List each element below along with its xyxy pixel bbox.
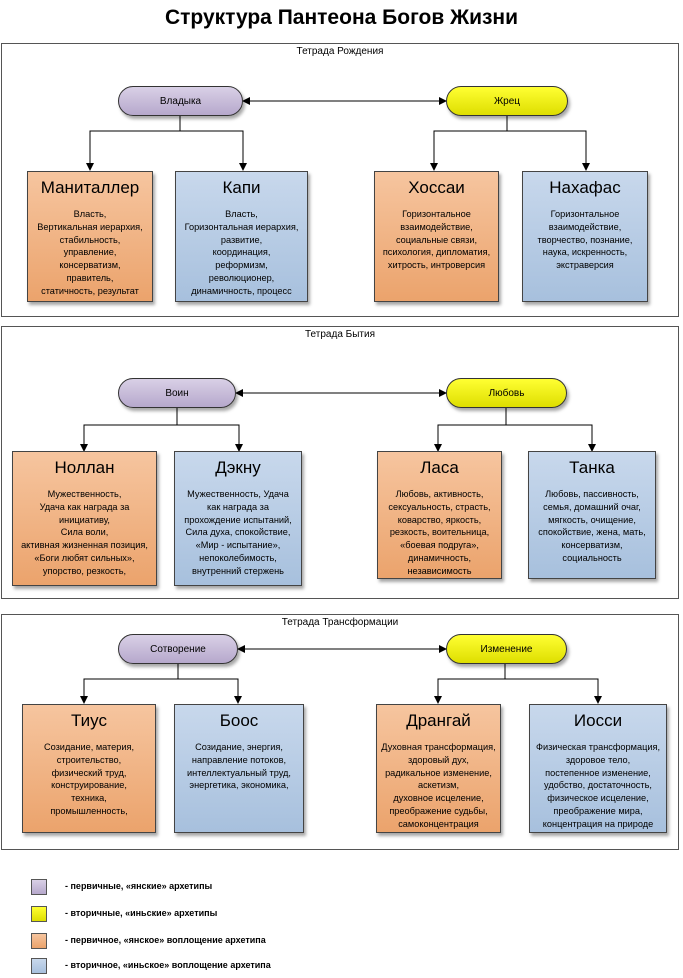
- archetype-label: Любовь: [488, 387, 525, 399]
- deity-traits: Любовь, пассивность, семья, домашний оча…: [538, 489, 646, 563]
- legend-label: - первичные, «янские» архетипы: [65, 881, 213, 891]
- archetype-lord: Владыка: [118, 86, 243, 116]
- tetrad-section-being: Тетрада Бытия Воин Любовь Ноллан Мужеств…: [1, 326, 679, 599]
- deity-name: Иосси: [573, 711, 623, 730]
- deity-card-boos: Боос Созидание, энергия, направление пот…: [174, 704, 304, 833]
- deity-traits: Любовь, активность, сексуальность, страс…: [388, 489, 491, 576]
- deity-card-hossai: Хоссаи Горизонтальное взаимодействие, со…: [374, 171, 499, 302]
- deity-traits: Духовная трансформация, здоровый дух, ра…: [381, 742, 496, 829]
- section-title: Тетрада Трансформации: [281, 617, 399, 628]
- section-title: Тетрада Бытия: [305, 329, 375, 340]
- deity-name: Боос: [219, 711, 259, 730]
- archetype-change: Изменение: [446, 634, 567, 664]
- deity-traits: Мужественность, Удача как награда за про…: [184, 489, 292, 576]
- deity-card-iossi: Иосси Физическая трансформация, здоровое…: [529, 704, 667, 833]
- page-title: Структура Пантеона Богов Жизни: [164, 6, 519, 29]
- section-title: Тетрада Рождения: [296, 46, 384, 57]
- deity-traits: Созидание, материя, строительство, физич…: [43, 742, 135, 816]
- deity-name: Дрангай: [406, 711, 471, 730]
- archetype-love: Любовь: [446, 378, 567, 408]
- deity-card-nahafas: Нахафас Горизонтальное взаимодействие, т…: [522, 171, 648, 302]
- legend-label: - вторичные, «иньские» архетипы: [65, 908, 218, 918]
- deity-traits: Созидание, энергия, направление потоков,…: [187, 742, 291, 791]
- deity-traits: Власть, Вертикальная иерархия, стабильно…: [37, 209, 143, 296]
- deity-name: Хоссаи: [408, 178, 465, 197]
- archetype-label: Сотворение: [150, 643, 206, 655]
- deity-name: Тиус: [71, 711, 107, 730]
- archetype-label: Жрец: [493, 95, 521, 107]
- deity-card-nollan: Ноллан Мужественность, Удача как награда…: [12, 451, 157, 586]
- deity-card-tanka: Танка Любовь, пассивность, семья, домашн…: [528, 451, 656, 579]
- deity-traits: Власть, Горизонтальная иерархия, развити…: [184, 209, 299, 296]
- deity-traits: Мужественность, Удача как награда за ини…: [21, 489, 148, 576]
- archetype-label: Владыка: [159, 95, 202, 107]
- tetrad-section-birth: Тетрада Рождения Владыка Жрец Маниталлер…: [1, 43, 679, 317]
- deity-name: Ласа: [420, 458, 459, 477]
- legend-swatch: [31, 906, 47, 922]
- archetype-label: Изменение: [480, 643, 533, 655]
- legend-swatch: [31, 958, 47, 974]
- deity-traits: Горизонтальное взаимодействие, творчеств…: [537, 209, 633, 271]
- archetype-label: Воин: [165, 387, 189, 399]
- deity-name: Дэкну: [215, 458, 261, 477]
- deity-name: Танка: [569, 458, 615, 477]
- deity-name: Маниталлер: [40, 178, 140, 197]
- deity-traits: Физическая трансформация, здоровое тело,…: [535, 742, 661, 829]
- deity-card-lasa: Ласа Любовь, активность, сексуальность, …: [377, 451, 502, 579]
- deity-card-kapi: Капи Власть, Горизонтальная иерархия, ра…: [175, 171, 308, 302]
- deity-name: Капи: [222, 178, 261, 197]
- legend-label: - первичное, «янское» воплощение архетип…: [65, 935, 266, 945]
- deity-name: Нахафас: [549, 178, 621, 197]
- legend-label: - вторичное, «иньское» воплощение архети…: [65, 960, 271, 970]
- archetype-priest: Жрец: [446, 86, 568, 116]
- deity-card-drangai: Дрангай Духовная трансформация, здоровый…: [376, 704, 501, 833]
- deity-traits: Горизонтальное взаимодействие, социальны…: [382, 209, 491, 271]
- legend-swatch: [31, 933, 47, 949]
- deity-name: Ноллан: [54, 458, 115, 477]
- deity-card-dekny: Дэкну Мужественность, Удача как награда …: [174, 451, 302, 586]
- legend-swatch: [31, 879, 47, 895]
- deity-card-tius: Тиус Созидание, материя, строительство, …: [22, 704, 156, 833]
- tetrad-section-transformation: Тетрада Трансформации Сотворение Изменен…: [1, 614, 679, 850]
- archetype-warrior: Воин: [118, 378, 236, 408]
- archetype-creation: Сотворение: [118, 634, 238, 664]
- deity-card-manitaller: Маниталлер Власть, Вертикальная иерархия…: [27, 171, 153, 302]
